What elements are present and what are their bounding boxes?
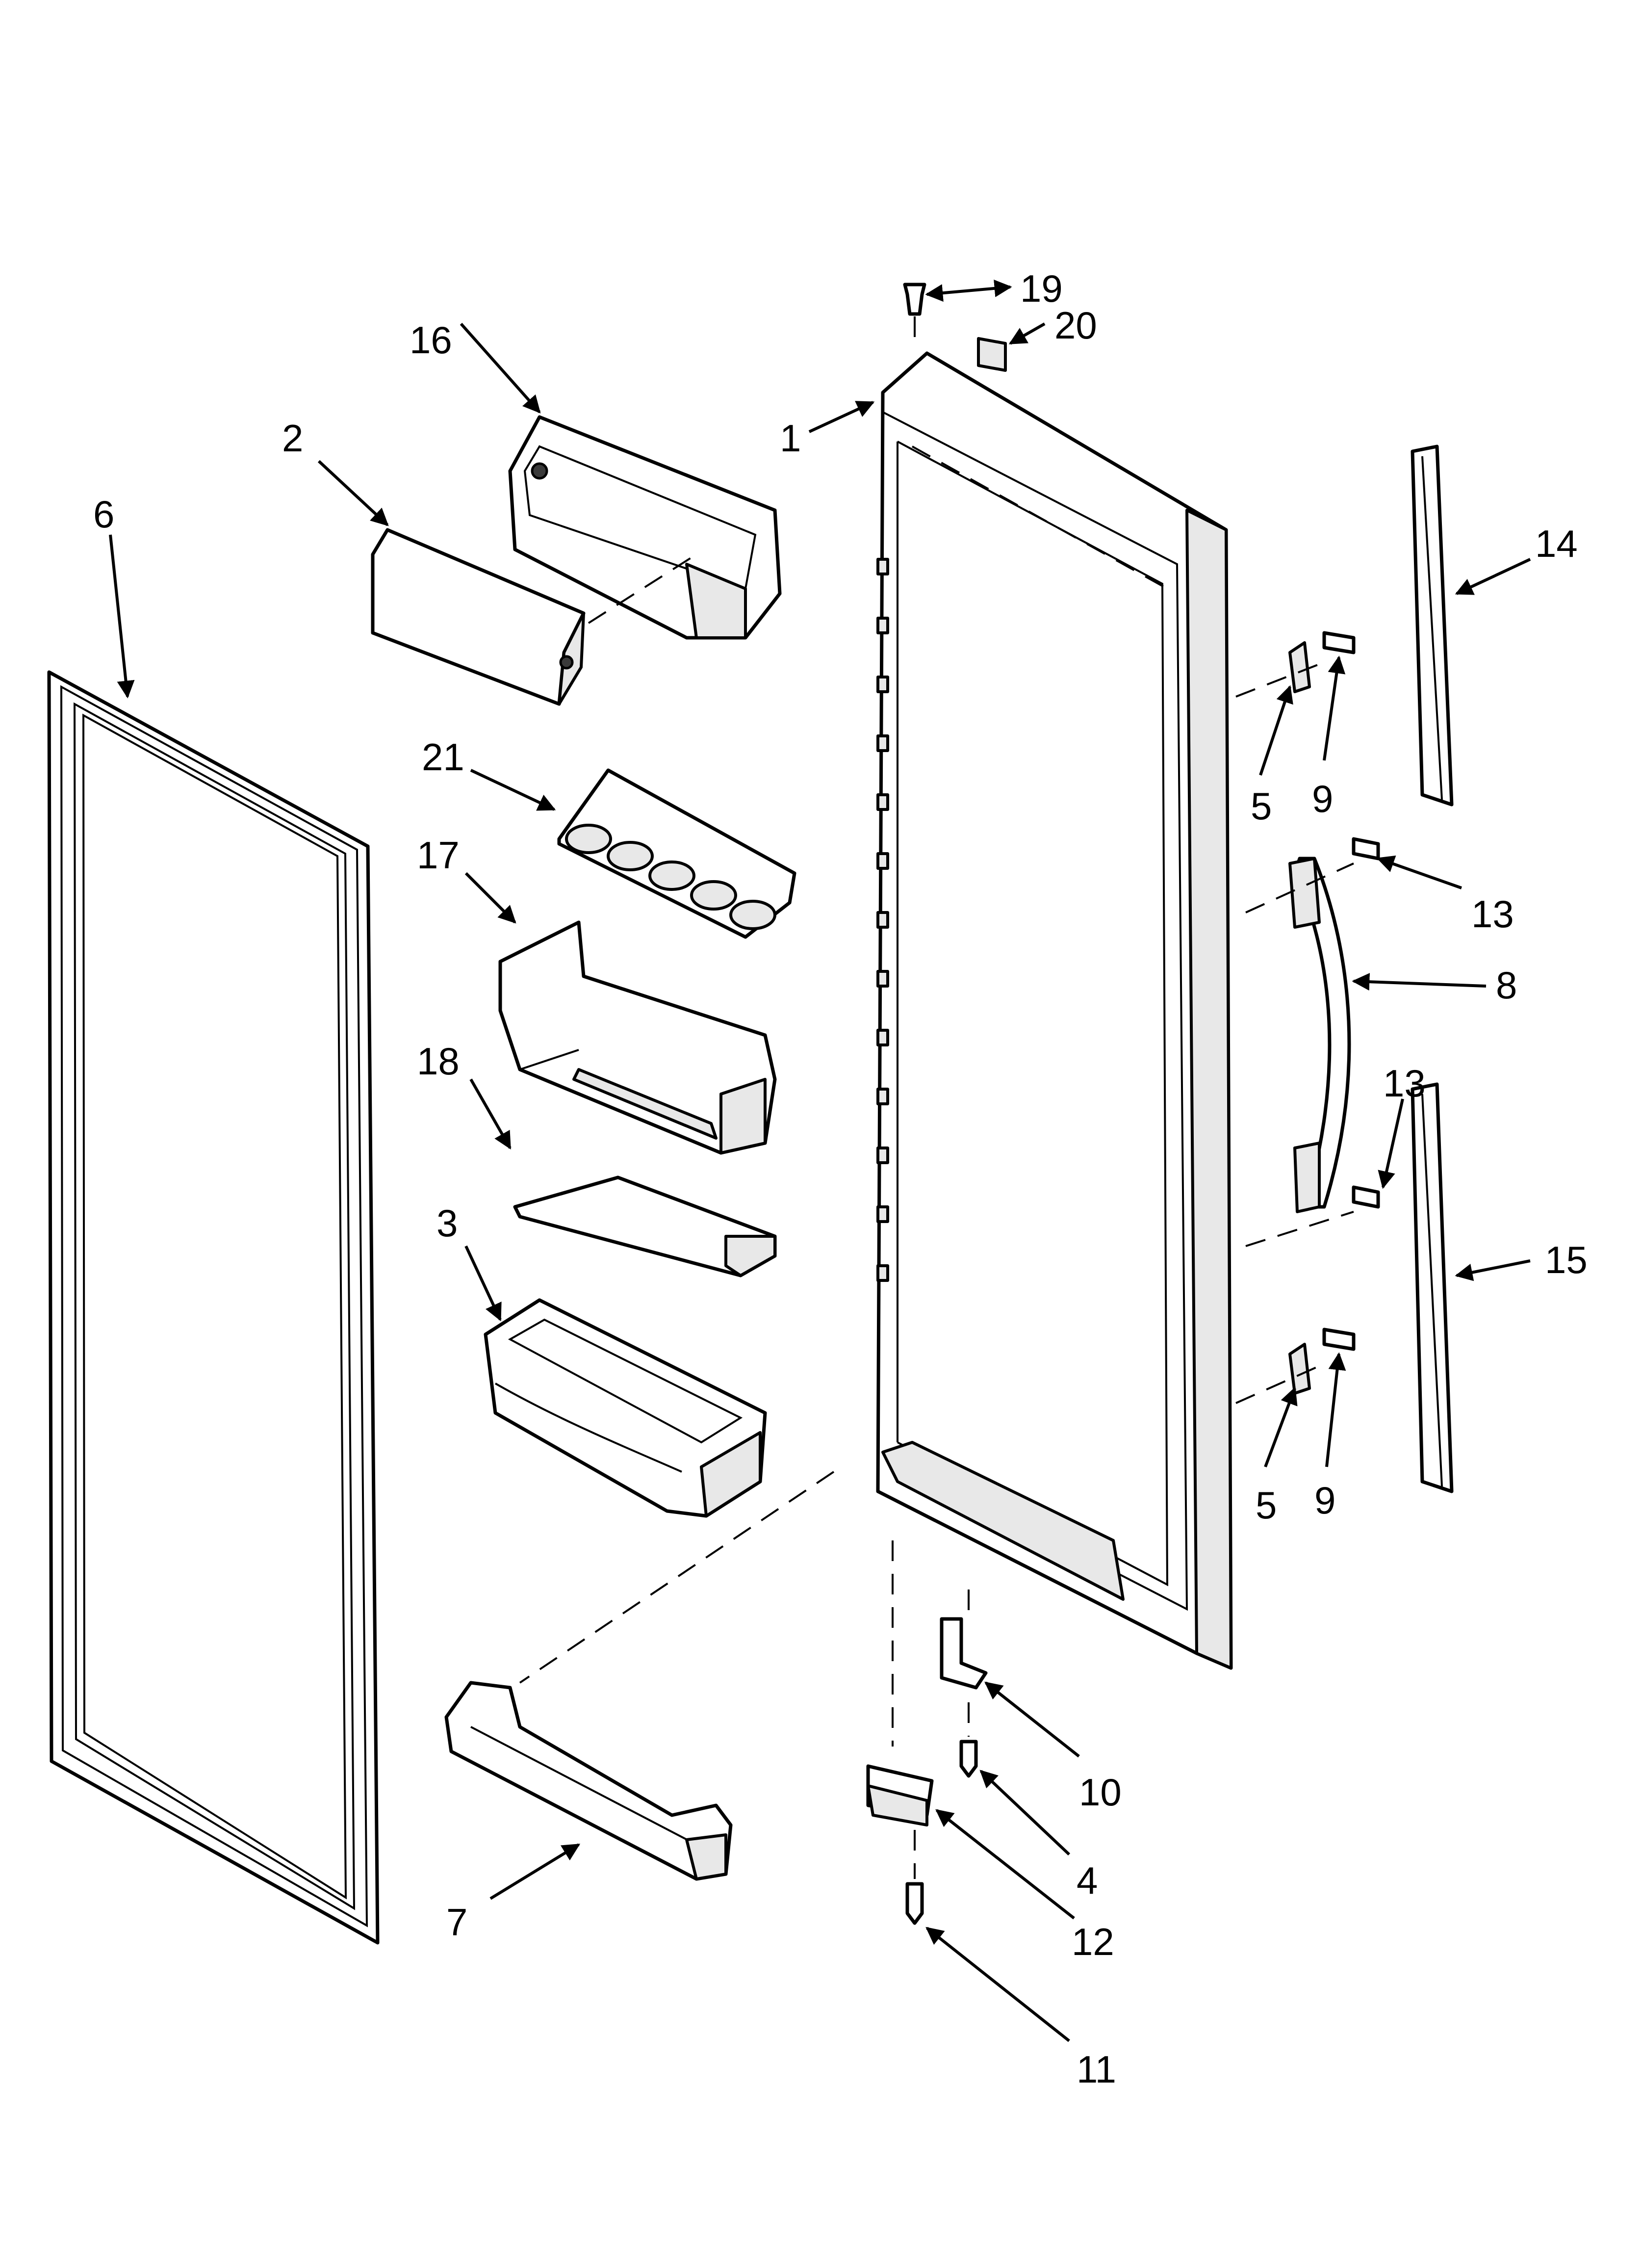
part-21-egg-tray bbox=[557, 768, 796, 939]
callout-9-lower: 9 bbox=[1314, 1479, 1335, 1522]
part-13-screw-lower bbox=[1352, 1185, 1380, 1209]
part-7-bottom-bin bbox=[444, 1681, 733, 1881]
part-15-trim-bottom bbox=[1411, 1082, 1454, 1493]
callout-8: 8 bbox=[1496, 964, 1517, 1007]
callout-20: 20 bbox=[1054, 304, 1097, 347]
part-14-trim-top bbox=[1411, 444, 1454, 807]
callout-19: 19 bbox=[1020, 267, 1063, 310]
callout-13-lower: 13 bbox=[1383, 1062, 1426, 1105]
leader-lines bbox=[109, 279, 1531, 2042]
callout-5-upper: 5 bbox=[1251, 784, 1272, 828]
callout-10: 10 bbox=[1079, 1771, 1122, 1814]
callout-2: 2 bbox=[282, 417, 303, 460]
part-9-screw-lower bbox=[1322, 1328, 1356, 1351]
callouts: 19 20 1 16 2 6 21 17 18 3 7 14 15 5 9 13… bbox=[93, 267, 1588, 2091]
part-6-door-gasket bbox=[47, 670, 380, 1945]
part-18-shelf-rail bbox=[513, 1175, 777, 1277]
part-3-door-bucket bbox=[484, 1298, 767, 1518]
part-2-dairy-door bbox=[371, 528, 586, 706]
callout-9-upper: 9 bbox=[1312, 777, 1333, 820]
part-5-bracket-upper bbox=[1288, 641, 1311, 693]
part-13-screw-upper bbox=[1352, 837, 1380, 860]
callout-18: 18 bbox=[417, 1040, 460, 1083]
callout-4: 4 bbox=[1077, 1859, 1098, 1902]
part-10-hinge-pin bbox=[940, 1617, 988, 1690]
part-9-screw-upper bbox=[1322, 631, 1356, 654]
callout-13-upper: 13 bbox=[1471, 892, 1514, 936]
part-16-dairy-compartment bbox=[508, 415, 782, 640]
part-11-screw bbox=[905, 1882, 924, 1925]
callout-17: 17 bbox=[417, 834, 460, 877]
callout-1: 1 bbox=[780, 417, 801, 460]
part-5-bracket-lower bbox=[1288, 1343, 1311, 1395]
callout-16: 16 bbox=[410, 318, 452, 362]
callout-6: 6 bbox=[93, 493, 114, 536]
guide-lines bbox=[519, 661, 1354, 1879]
callout-5-lower: 5 bbox=[1256, 1484, 1277, 1527]
callout-3: 3 bbox=[436, 1201, 458, 1245]
part-1-door-panel bbox=[876, 351, 1233, 1670]
part-19-plug bbox=[903, 283, 926, 343]
callout-11: 11 bbox=[1077, 2048, 1116, 2091]
part-4-screw bbox=[959, 1740, 978, 1778]
callout-15: 15 bbox=[1545, 1238, 1588, 1281]
part-12-hinge bbox=[866, 1764, 934, 1826]
callout-12: 12 bbox=[1072, 1920, 1114, 1963]
part-20-label bbox=[977, 337, 1007, 372]
callout-14: 14 bbox=[1535, 522, 1578, 565]
callout-21: 21 bbox=[422, 735, 464, 779]
callout-7: 7 bbox=[446, 1901, 467, 1944]
part-17-door-bin bbox=[498, 920, 777, 1155]
part-8-handle bbox=[1288, 857, 1351, 1213]
